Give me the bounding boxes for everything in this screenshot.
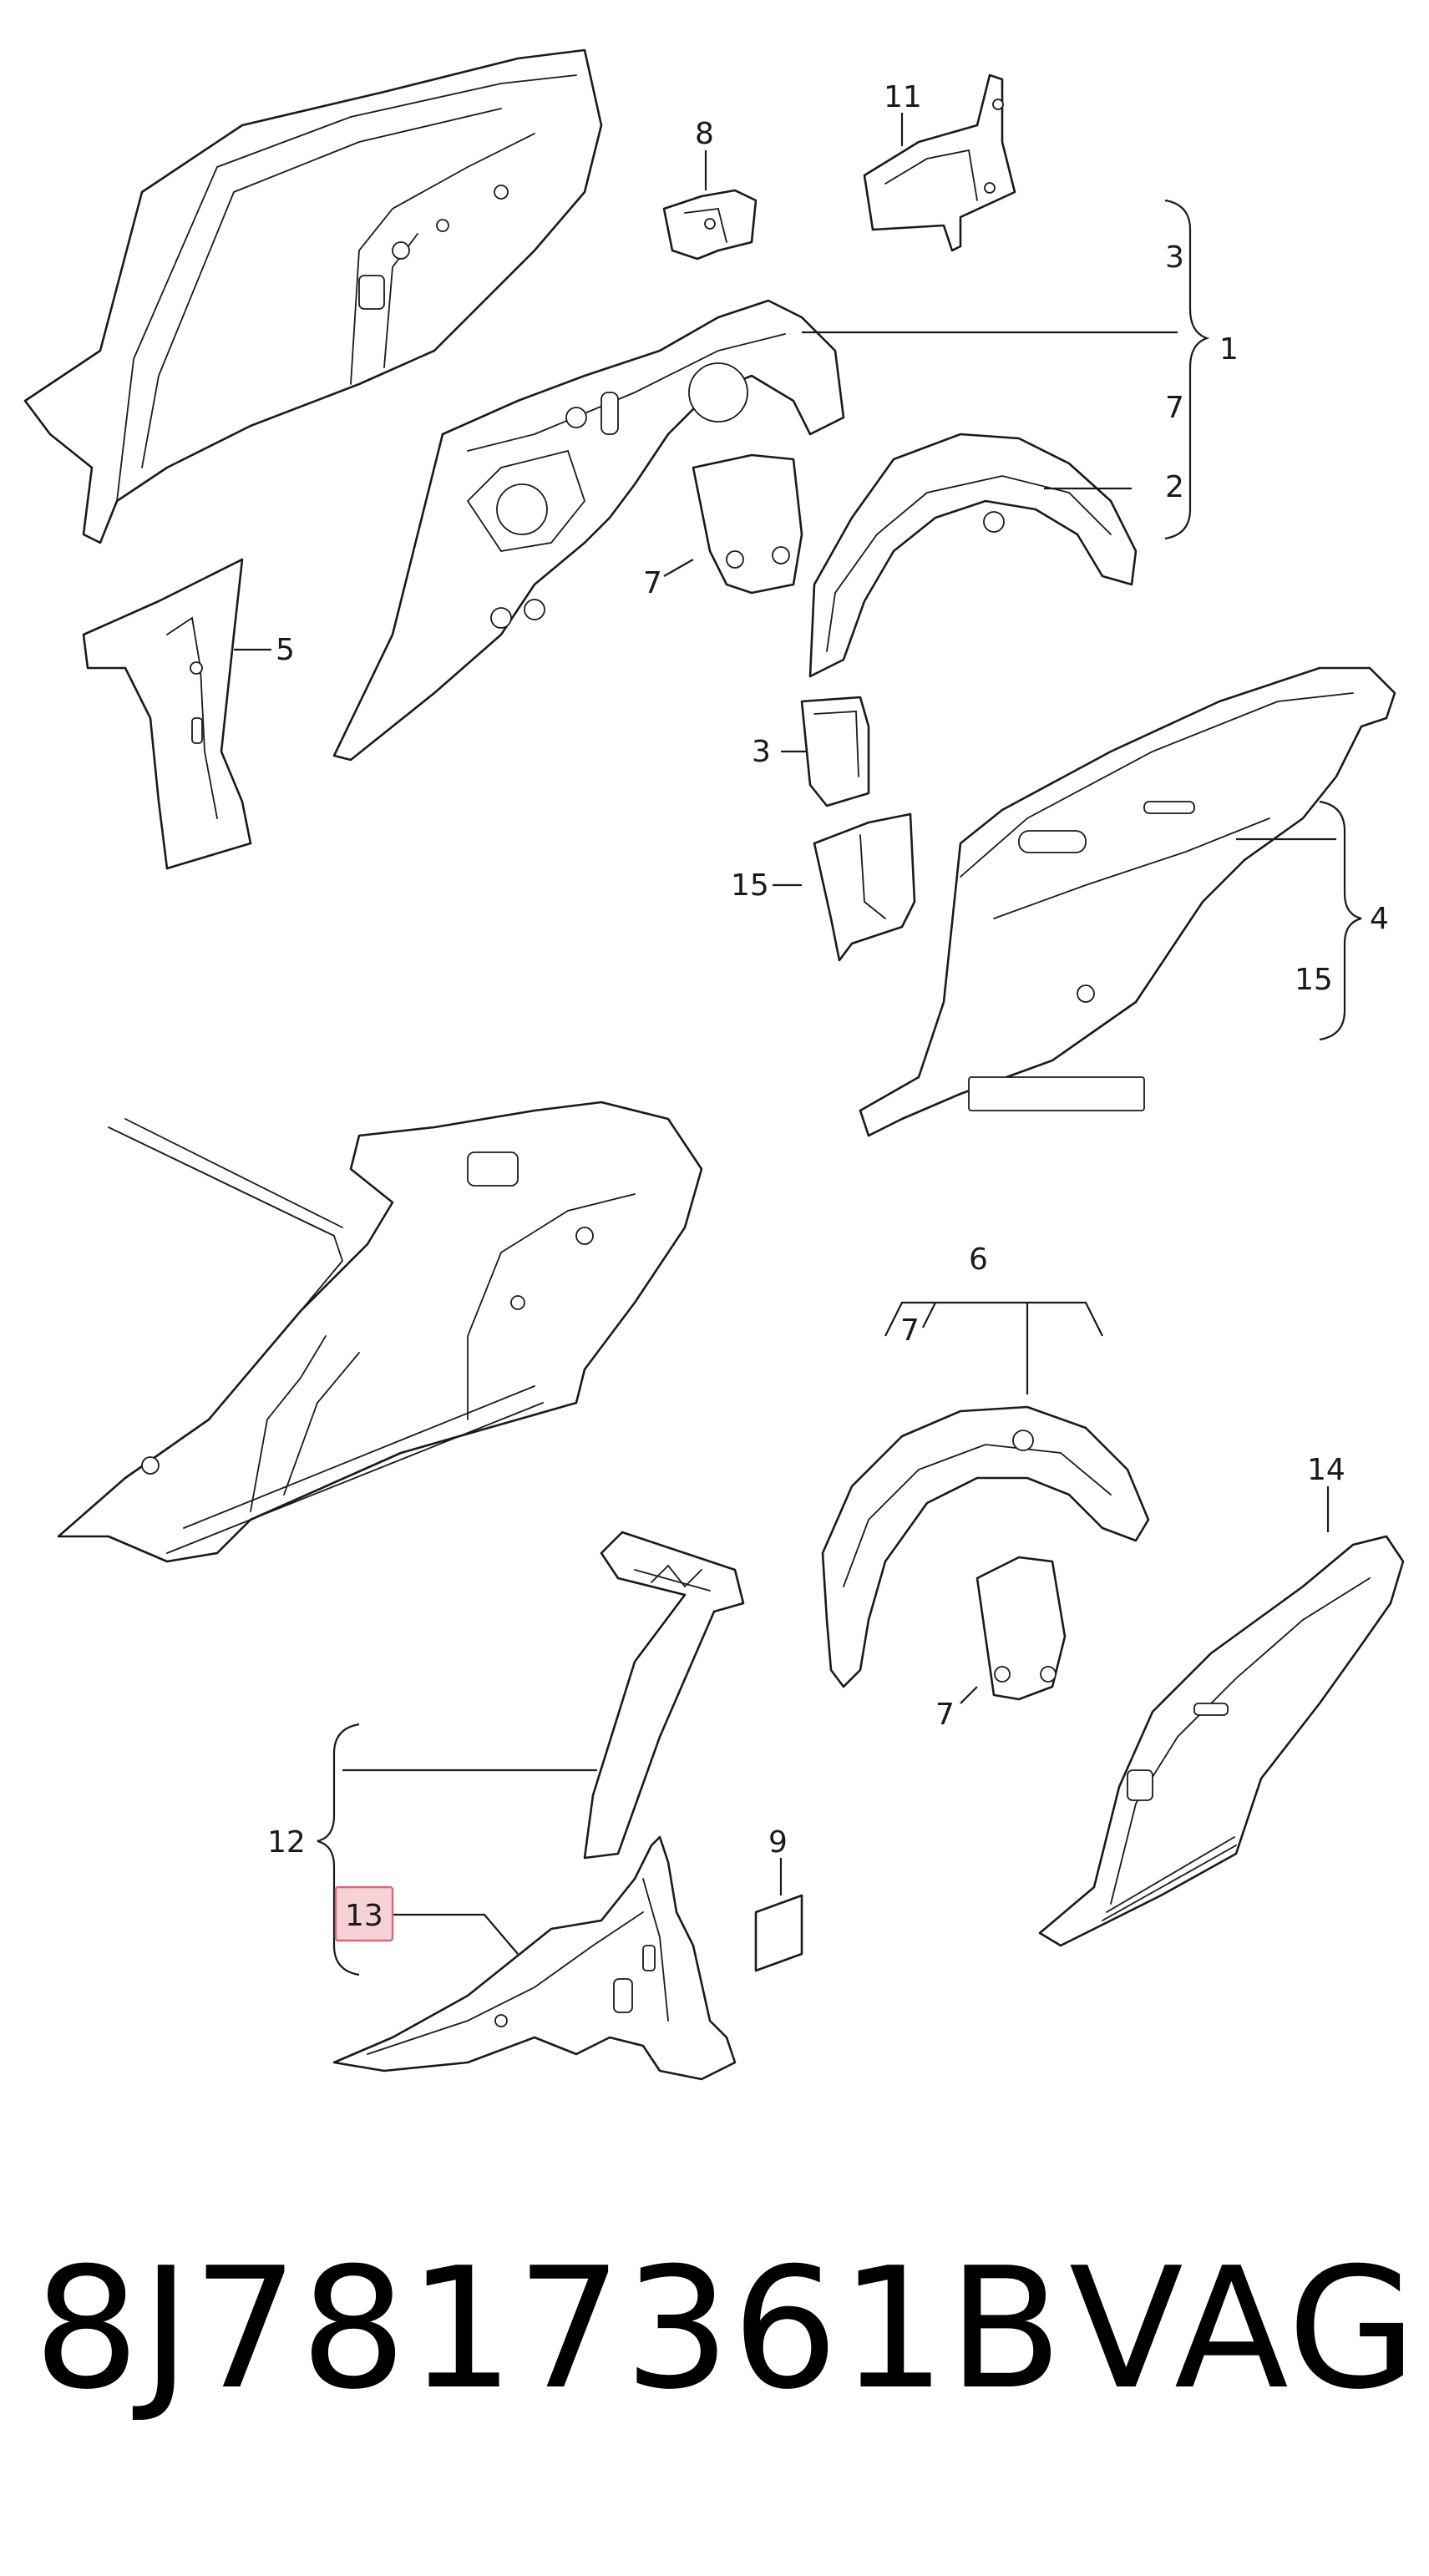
part-8-bracket: 8 [662,117,758,261]
wheel-housing-assembly: 7 [332,299,1178,762]
part-9-pad: 9 [754,1825,803,1972]
callout-1: 1 [1219,332,1239,367]
callout-2: 2 [1165,470,1184,504]
part-13-a-pillar-lower: 13 [332,1835,737,2081]
part-15-panel: 15 [731,812,916,962]
part-4-inner-quarter: 4 15 [859,666,1396,1137]
body-side-frame-upper [23,48,603,544]
callout-11: 11 [884,80,922,114]
part-5-pillar: 5 [82,558,295,870]
callout-7c: 7 [900,1313,920,1348]
callout-4: 4 [1370,902,1389,936]
callout-14: 14 [1307,1453,1345,1487]
callout-6: 6 [969,1242,988,1277]
part-3-reinforcement: 3 [752,696,870,807]
body-side-frame-lower [57,1101,703,1563]
callout-15b: 15 [1295,963,1333,997]
callout-12: 12 [267,1825,306,1860]
callout-7d: 7 [935,1698,955,1732]
footer: 8J7817361B VAG [0,2246,1429,2497]
part-12-pillar-trim: 12 [267,1531,745,1976]
callout-15a: 15 [731,868,769,903]
callout-9: 9 [768,1825,788,1860]
parts-diagram: 5 8 11 7 3 1 7 [23,48,1405,2081]
callout-13-highlight [334,1885,394,1942]
bracket-group-1: 3 1 7 2 [1164,199,1239,540]
part-11-bracket: 11 [863,73,1016,252]
callout-7b: 7 [1165,391,1184,425]
brand-name: VAG [1069,2232,1419,2427]
part-number: 8J7817361B [33,2232,1065,2427]
part-6-wheel-arch: 6 7 7 [821,1242,1150,1732]
callout-5: 5 [276,633,295,667]
part-14-outer-quarter: 14 [1038,1453,1405,1947]
callout-8: 8 [695,117,714,151]
callout-7a: 7 [643,566,662,600]
callout-3b: 3 [752,735,771,769]
part-2-wheel-liner [808,433,1138,678]
callout-3a: 3 [1165,240,1184,275]
callout-13: 13 [345,1899,383,1933]
